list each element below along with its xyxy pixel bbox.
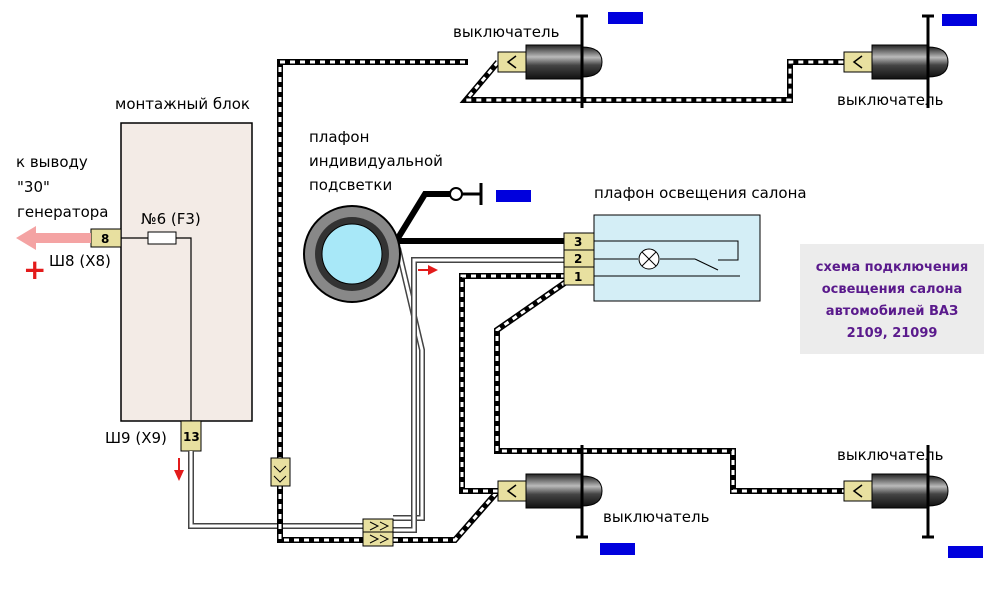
ground-mark: [496, 190, 531, 202]
fuse-icon: [147, 231, 177, 245]
ground-mark-bottom-left: [600, 543, 635, 555]
pin-1-label: 1: [574, 270, 582, 284]
connector-sh8-label: Ш8 (Х8): [49, 252, 111, 270]
individual-lamp-label-1: плафон: [309, 128, 369, 146]
to-output-label-1: к выводу: [16, 153, 88, 171]
switch-bottom-left: [496, 443, 604, 539]
ground-mark-bottom-right: [948, 546, 983, 558]
caption-line-4: 2109, 21099: [847, 326, 938, 341]
to-output-label-2: "30": [17, 178, 50, 196]
plus-sign: +: [23, 253, 46, 286]
switch-top-right-label: выключатель: [837, 91, 943, 109]
ground-mark-top-right: [942, 14, 977, 26]
individual-lamp-label-2: индивидуальной: [309, 152, 443, 170]
caption-box: [800, 244, 984, 354]
mount-block-label: монтажный блок: [115, 95, 250, 113]
fuse-label: №6 (F3): [141, 210, 201, 228]
caption-line-2: освещения салона: [822, 282, 963, 297]
switch-top-left-label: выключатель: [453, 23, 559, 41]
pin-8-label: 8: [101, 232, 109, 246]
caption-line-3: автомобилей ВАЗ: [826, 304, 958, 319]
pin-2-label: 2: [574, 252, 582, 266]
current-arrow-down: [174, 470, 184, 481]
connector-sh9-label: Ш9 (Х9): [105, 429, 167, 447]
switch-bottom-left-label: выключатель: [603, 508, 709, 526]
cabin-lamp-box: [593, 214, 761, 302]
switch-top-right: [842, 14, 950, 110]
to-output-label-3: генератора: [17, 203, 109, 221]
cabin-lamp-label: плафон освещения салона: [594, 184, 807, 202]
mount-block: [120, 122, 253, 422]
individual-lamp-lens: [321, 223, 383, 285]
ground-mark-top-left: [608, 12, 643, 24]
pin-3-label: 3: [574, 235, 582, 249]
switch-bottom-right-label: выключатель: [837, 446, 943, 464]
generator-arrow: [16, 226, 91, 250]
caption-line-1: схема подключения: [816, 260, 968, 275]
individual-lamp-label-3: подсветки: [309, 176, 392, 194]
switch-bottom-right: [842, 443, 950, 539]
switch-top-left: [496, 14, 604, 110]
cabin-lamp-connector: [563, 232, 595, 286]
pin-13-label: 13: [183, 430, 200, 444]
current-arrow-right: [428, 265, 438, 275]
